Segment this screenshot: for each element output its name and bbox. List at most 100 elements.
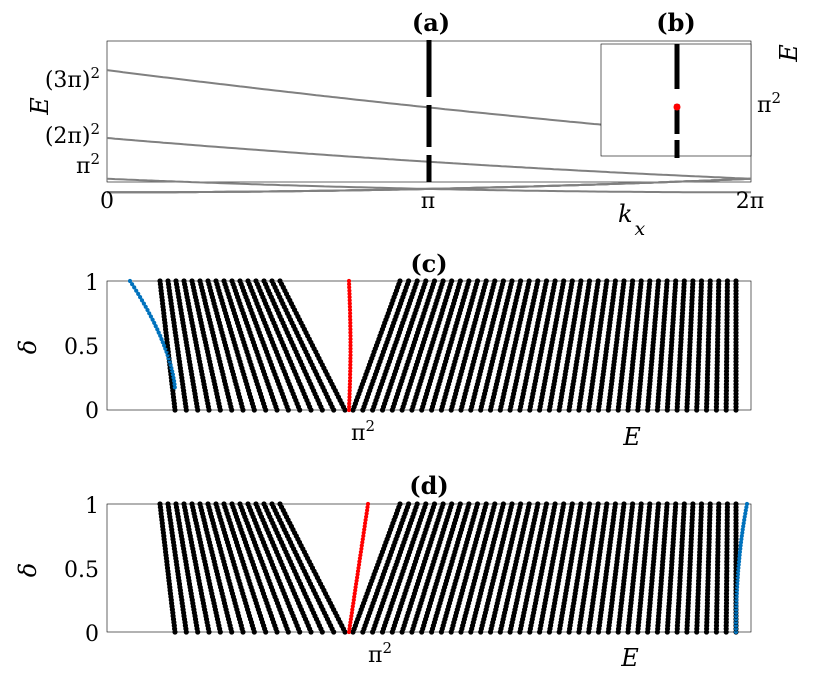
bulk-state (397, 278, 403, 284)
y-tick-label: 0.5 (64, 335, 99, 360)
panel-d-axes (106, 503, 752, 633)
bulk-state (638, 278, 644, 284)
bulk-state (681, 501, 687, 507)
bulk-state (647, 501, 653, 507)
mid-gap-state (347, 304, 352, 309)
bulk-state (690, 501, 696, 507)
edge-state (138, 295, 143, 300)
bulk-state (578, 278, 584, 284)
bulk-state (664, 278, 670, 284)
edge-state (736, 562, 741, 567)
mid-gap-state (362, 524, 367, 529)
edge-state (162, 343, 167, 348)
y-tick-label: 0 (85, 399, 99, 424)
y-tick-label: (3π)2 (45, 64, 100, 93)
mid-gap-state (348, 320, 353, 325)
mid-gap-state (353, 585, 358, 590)
bulk-state (733, 278, 739, 284)
bulk-state (474, 501, 481, 507)
y-tick-label: 0.5 (64, 558, 99, 583)
bulk-state (205, 278, 211, 284)
mid-gap-state (363, 521, 368, 526)
bulk-state (716, 278, 722, 284)
y-axis-label: E (26, 97, 54, 116)
mid-gap-state (348, 369, 353, 374)
edge-state (171, 375, 176, 380)
mid-gap-state (347, 623, 352, 628)
bulk-state (612, 278, 619, 284)
bulk-state (561, 278, 567, 284)
mid-gap-state (348, 340, 353, 345)
bulk-state (509, 278, 515, 284)
bulk-state (604, 278, 610, 284)
bulk-state (423, 501, 429, 507)
mid-gap-state (351, 601, 356, 606)
mid-gap-state (348, 343, 353, 348)
mid-gap-state (348, 327, 353, 332)
edge-state (737, 549, 743, 555)
x-tick-label: 2π (736, 189, 764, 214)
bulk-state (414, 278, 420, 284)
edge-state (737, 556, 742, 561)
bulk-state (440, 278, 446, 284)
bulk-state (543, 278, 550, 284)
x-tick-sup: 2 (382, 639, 392, 657)
bulk-state (457, 501, 463, 507)
bulk-state (237, 501, 243, 507)
x-axis-label-main: k (618, 200, 633, 228)
edge-state (136, 291, 141, 296)
y-tick-label: 1 (85, 271, 99, 296)
y-axis-label: δ (14, 563, 42, 577)
panel-a: (a) 0 π 2π (3π)2 (2π)2 π2 E kx (26, 8, 764, 240)
mid-gap-state (347, 401, 352, 406)
mid-gap-state (357, 556, 362, 561)
bulk-state (483, 501, 489, 507)
bulk-state (673, 278, 679, 284)
bulk-state (716, 501, 722, 507)
edge-state (737, 553, 742, 558)
bulk-state (157, 278, 163, 284)
x-axis-label: E (622, 423, 641, 451)
bulk-state (245, 501, 251, 507)
mid-gap-state (350, 604, 355, 609)
bulk-state (197, 501, 203, 507)
mid-gap-state (347, 382, 352, 387)
mid-gap-state (347, 282, 352, 287)
bulk-state (173, 278, 179, 284)
bulk-state (457, 278, 463, 284)
degenerate-point (673, 103, 681, 111)
bulk-state (197, 278, 203, 284)
mid-gap-state (346, 629, 352, 635)
mid-gap-state (348, 330, 353, 335)
y-tick-sup: 2 (90, 150, 100, 168)
inset-y-axis-label: E (775, 44, 803, 63)
y-tick-label: 0 (85, 622, 99, 647)
bulk-state (552, 278, 558, 284)
mid-gap-state (348, 314, 353, 319)
bulk-state (483, 278, 489, 284)
bulk-state (261, 278, 267, 284)
bulk-state (253, 278, 259, 284)
panel-c-axes (106, 280, 752, 411)
edge-state (172, 385, 177, 390)
bulk-state (561, 501, 567, 507)
bulk-state (569, 278, 575, 284)
mid-gap-state (355, 572, 360, 577)
mid-gap-state (347, 378, 353, 384)
mid-gap-state (348, 337, 353, 342)
bulk-state (213, 278, 219, 284)
bulk-state (221, 278, 227, 284)
bulk-state (269, 501, 275, 507)
mid-gap-state (364, 511, 369, 516)
edge-state (153, 324, 158, 329)
bulk-state (535, 278, 541, 284)
edge-state (160, 340, 165, 345)
bulk-state (733, 501, 739, 507)
bulk-state (630, 501, 636, 507)
bulk-state (604, 501, 610, 507)
bulk-state (474, 278, 481, 284)
y-tick-sup: 2 (90, 64, 100, 82)
edge-state (742, 517, 747, 523)
edge-state (155, 327, 160, 332)
bulk-state (189, 501, 195, 507)
